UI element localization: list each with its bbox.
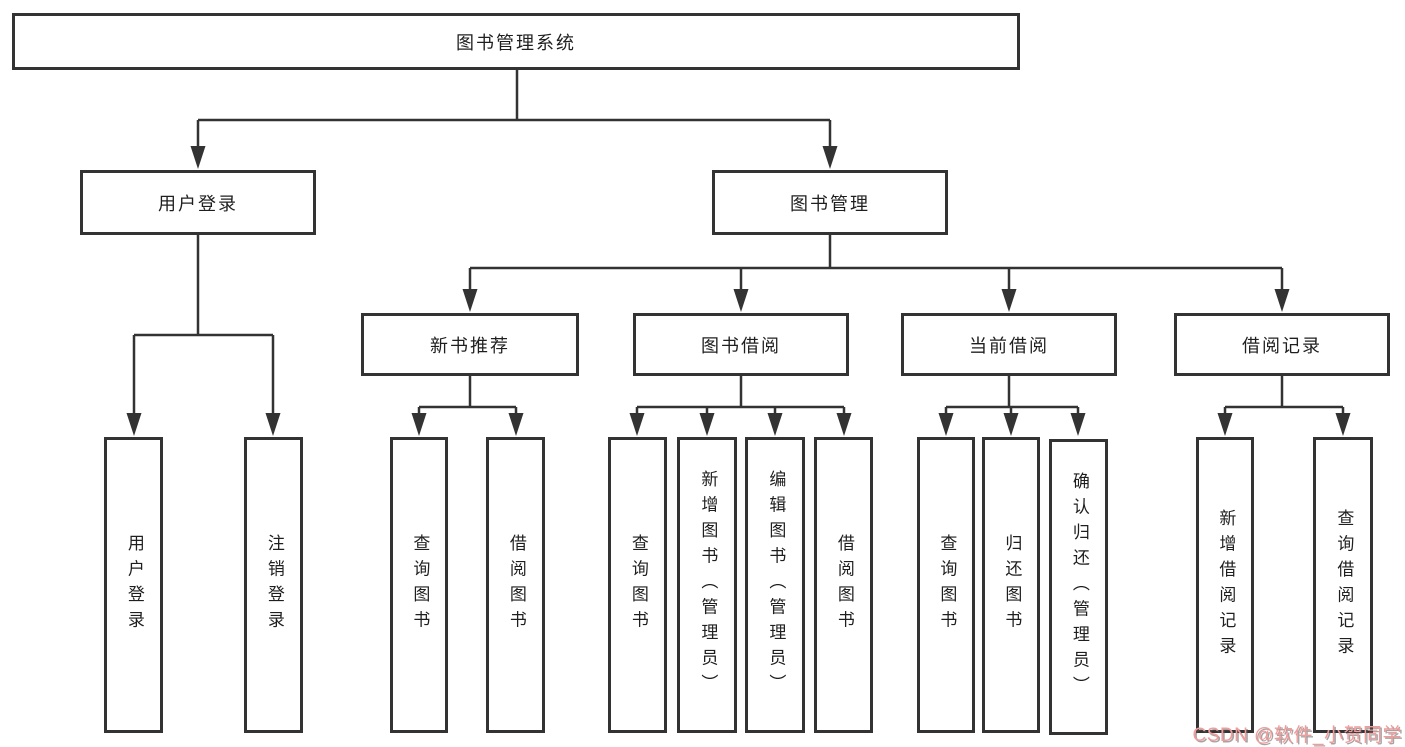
node-logout-leaf: 注销登录 <box>244 437 303 733</box>
node-edit-book-admin: 编辑图书（管理员） <box>745 437 805 733</box>
node-user-login-leaf: 用户登录 <box>104 437 163 733</box>
node-confirm-return-admin: 确认归还（管理员） <box>1049 439 1108 735</box>
node-add-book-admin: 新增图书（管理员） <box>677 437 737 733</box>
node-query-book-recommend: 查询图书 <box>390 437 448 733</box>
node-query-book-borrow: 查询图书 <box>608 437 667 733</box>
node-return-book: 归还图书 <box>982 437 1040 733</box>
node-borrow-record: 借阅记录 <box>1174 313 1390 376</box>
node-current-borrow: 当前借阅 <box>901 313 1117 376</box>
node-borrow-book-leaf: 借阅图书 <box>814 437 873 733</box>
arrowheads <box>126 146 1351 436</box>
node-book-borrow: 图书借阅 <box>633 313 849 376</box>
csdn-watermark: CSDN @软件_小贺同学 <box>1192 725 1402 746</box>
node-borrow-book-recommend: 借阅图书 <box>486 437 545 733</box>
node-add-borrow-record: 新增借阅记录 <box>1196 437 1254 733</box>
node-query-borrow-record: 查询借阅记录 <box>1313 437 1373 733</box>
node-user-login-branch: 用户登录 <box>80 170 316 235</box>
node-system-root: 图书管理系统 <box>12 13 1020 70</box>
node-new-book-recommend: 新书推荐 <box>361 313 579 376</box>
node-query-book-current: 查询图书 <box>917 437 975 733</box>
node-book-management-branch: 图书管理 <box>712 170 948 235</box>
